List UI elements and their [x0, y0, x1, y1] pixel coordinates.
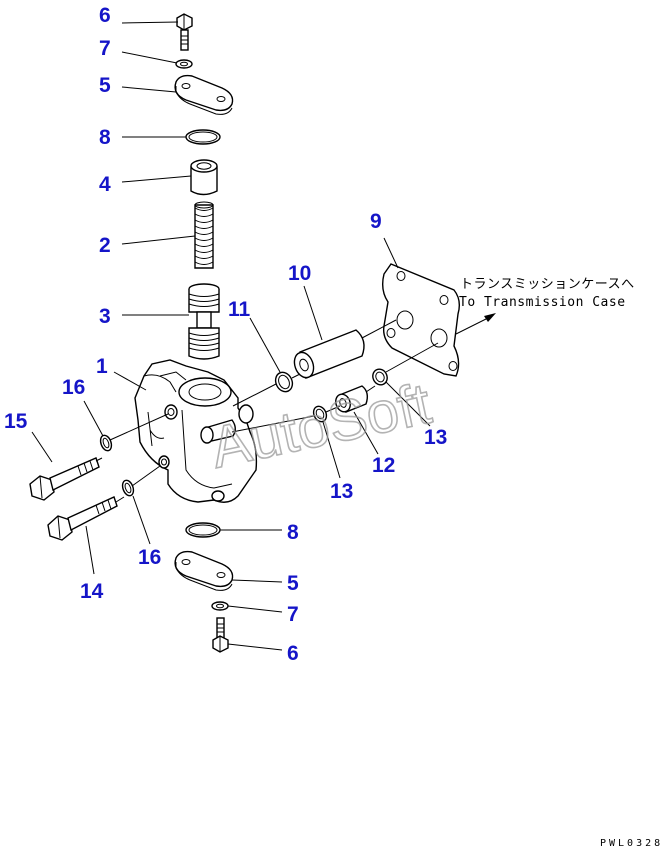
part-13-left-o-ring [312, 405, 328, 423]
callout-11: 11 [228, 298, 251, 321]
callout-7-bottom: 7 [287, 603, 299, 626]
callout-13-left: 13 [330, 480, 353, 503]
part-13-right-o-ring [372, 368, 388, 386]
watermark-text: AutoSoft [205, 371, 436, 481]
part-8-bottom-o-ring [185, 522, 221, 538]
note-japanese: トランスミッションケースへ [460, 277, 635, 292]
callout-5-bottom: 5 [287, 572, 299, 595]
callout-16-lower: 16 [138, 546, 161, 569]
part-3-valve-spool [188, 283, 220, 360]
part-4-sleeve [190, 159, 218, 196]
part-5-top-cover [174, 74, 234, 115]
part-16-upper-washer [99, 434, 113, 452]
callout-1: 1 [96, 355, 108, 378]
note-english: To Transmission Case [459, 295, 626, 310]
callout-13-right: 13 [424, 426, 447, 449]
leader-lines [31, 21, 431, 651]
callout-15: 15 [4, 410, 28, 433]
callout-12: 12 [372, 454, 395, 477]
part-14-bolt [47, 496, 118, 541]
part-6-top-bolt [176, 13, 193, 51]
part-6-bottom-bolt [212, 617, 229, 653]
part-16-lower-washer [121, 479, 135, 497]
callout-3: 3 [99, 305, 111, 328]
part-2-spring [194, 201, 214, 269]
callout-8-bottom: 8 [287, 521, 299, 544]
callout-numbers: 6 7 5 8 4 2 3 1 16 15 14 16 11 10 9 13 1… [4, 4, 447, 665]
callout-6-bottom: 6 [287, 642, 299, 665]
part-8-top-o-ring [185, 129, 221, 145]
assembly-lines [95, 313, 496, 503]
callout-4: 4 [99, 173, 111, 196]
callout-5-top: 5 [99, 74, 111, 97]
callout-16-upper: 16 [62, 376, 85, 399]
callout-14: 14 [80, 580, 104, 603]
part-15-bolt [29, 457, 100, 501]
callout-10: 10 [288, 262, 311, 285]
callout-2: 2 [99, 234, 111, 257]
callout-7-top: 7 [99, 37, 111, 60]
part-7-top-washer [175, 59, 193, 69]
callout-8-top: 8 [99, 126, 111, 149]
part-12-connector [335, 385, 369, 413]
part-7-bottom-washer [211, 601, 229, 611]
part-5-bottom-cover [174, 550, 234, 591]
part-10-tube [293, 329, 365, 379]
drawing-code: PWL0328 [600, 838, 663, 849]
part-9-gasket [381, 263, 461, 377]
callout-9: 9 [370, 210, 382, 233]
callout-6-top: 6 [99, 4, 111, 27]
part-11-o-ring [274, 371, 294, 393]
part-1-valve-body [134, 359, 258, 503]
